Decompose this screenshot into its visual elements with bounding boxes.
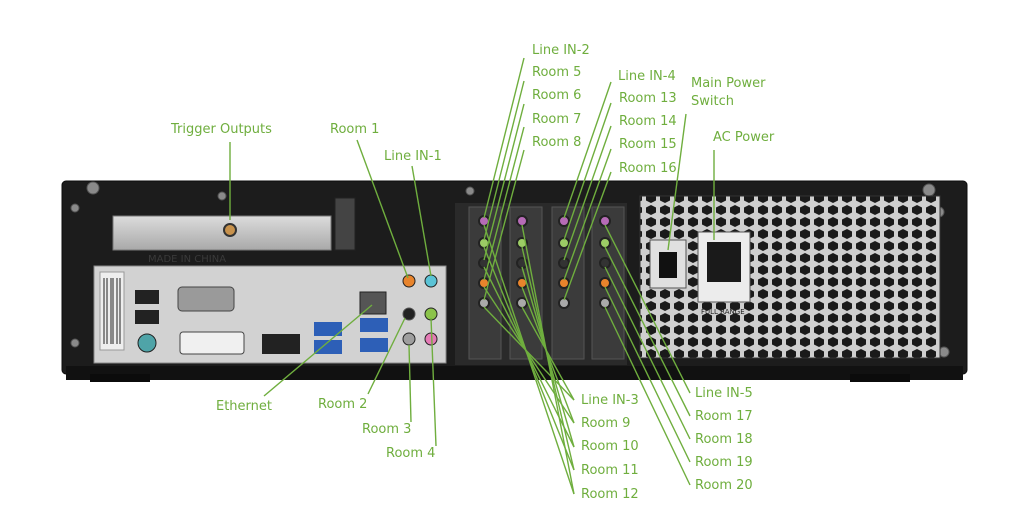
label-room-2: Room 2 [318, 397, 368, 412]
label-room-18: Room 18 [695, 432, 753, 447]
power-switch-icon [659, 252, 677, 278]
label-room-16: Room 16 [619, 161, 677, 176]
label-room-17: Room 17 [695, 409, 753, 424]
full-range-text: FULL RANGE [701, 308, 745, 316]
ac-inlet-icon [707, 242, 741, 282]
label-line-in-3: Line IN-3 [581, 393, 639, 408]
hdmi-port-icon [262, 334, 300, 354]
label-line-in-4: Line IN-4 [618, 69, 676, 84]
label-room-3: Room 3 [362, 422, 412, 437]
callout-lines [229, 57, 715, 495]
made-in-china-text: MADE IN CHINA [148, 254, 226, 265]
ethernet-port-icon [359, 291, 387, 315]
vga-port-icon [177, 286, 235, 312]
label-room-6: Room 6 [532, 88, 582, 103]
label-room-9: Room 9 [581, 416, 631, 431]
label-line-in-1: Line IN-1 [384, 149, 442, 164]
label-room-13: Room 13 [619, 91, 677, 106]
label-line-in-2: Line IN-2 [532, 43, 590, 58]
label-ac-power: AC Power [713, 130, 775, 145]
label-line-in-5: Line IN-5 [695, 386, 753, 401]
label-room-20: Room 20 [695, 478, 753, 493]
label-room-7: Room 7 [532, 112, 582, 127]
label-room-14: Room 14 [619, 114, 677, 129]
label-room-1: Room 1 [330, 122, 380, 137]
power-supply [639, 195, 941, 359]
label-ethernet: Ethernet [216, 399, 272, 414]
label-room-4: Room 4 [386, 446, 436, 461]
label-room-19: Room 19 [695, 455, 753, 470]
dvi-port-icon [179, 331, 245, 355]
label-room-8: Room 8 [532, 135, 582, 150]
ps2-port-icon [137, 333, 157, 353]
label-room-15: Room 15 [619, 137, 677, 152]
label-main-power: Main Power [691, 76, 766, 91]
label-room-5: Room 5 [532, 65, 582, 80]
label-room-12: Room 12 [581, 487, 639, 502]
trigger-jack-icon [223, 223, 237, 237]
label-room-10: Room 10 [581, 439, 639, 454]
label-room-11: Room 11 [581, 463, 639, 478]
label-trigger-outputs: Trigger Outputs [171, 122, 272, 137]
label-switch: Switch [691, 94, 734, 109]
trigger-bracket [112, 215, 332, 251]
